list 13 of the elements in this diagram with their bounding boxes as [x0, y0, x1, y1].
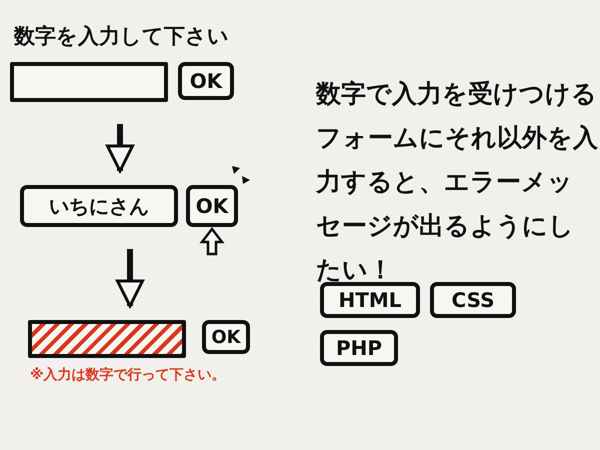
down-arrow: [116, 249, 144, 308]
ok-button: OK: [202, 320, 250, 354]
input-field: [10, 62, 168, 102]
ok-button: OK: [178, 62, 234, 100]
error-input-field: [28, 320, 186, 358]
tag-label: CSS: [430, 282, 516, 318]
down-arrow: [106, 124, 134, 172]
ok-button: OK: [186, 185, 238, 227]
instruction-heading: 数字を入力して下さい: [14, 23, 230, 50]
tag-label: HTML: [320, 282, 420, 318]
input-field: いちにさん: [20, 185, 178, 227]
error-message: ※入力は数字で行って下さい。: [30, 366, 226, 384]
tag-label: PHP: [320, 330, 398, 366]
